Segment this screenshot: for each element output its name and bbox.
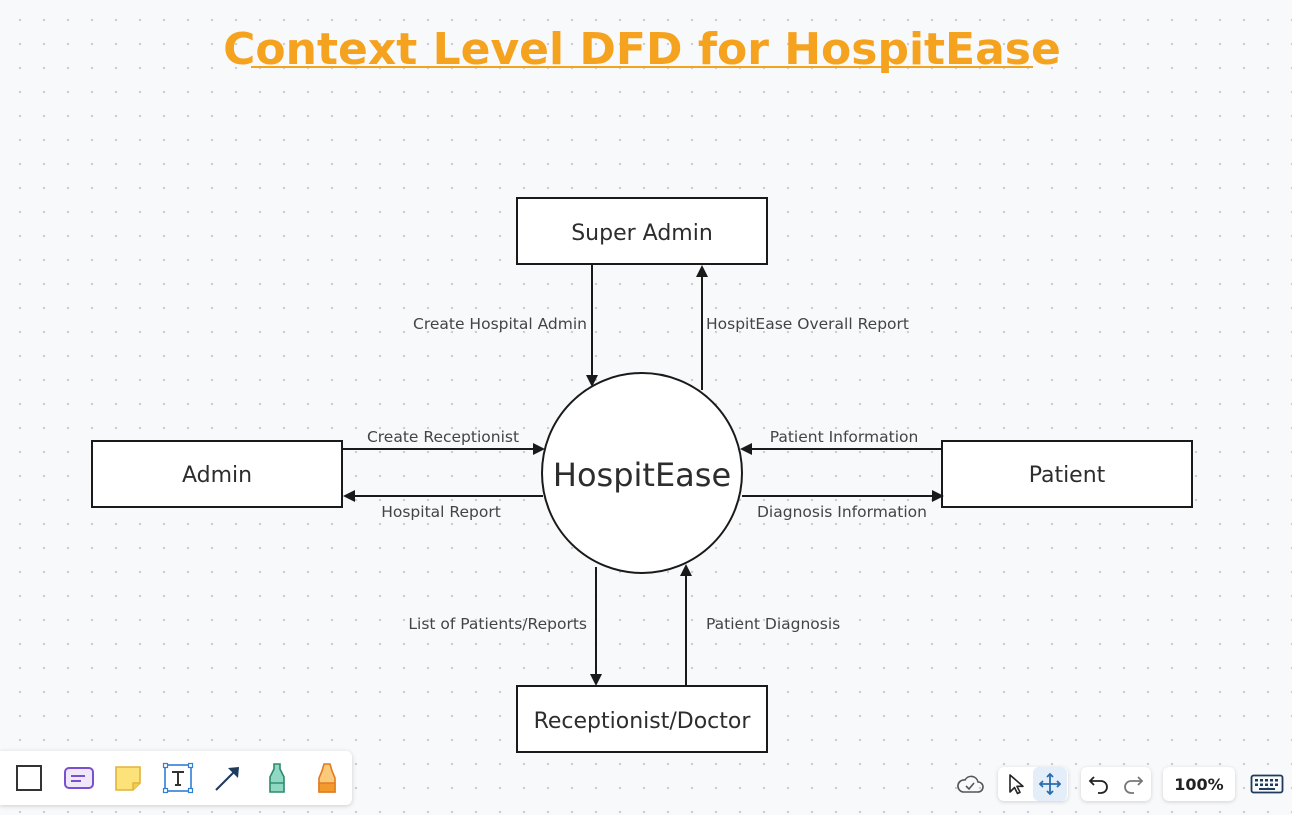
card-tool[interactable] <box>54 756 104 800</box>
flow-label-create-hospital-admin: Create Hospital Admin <box>413 315 587 333</box>
rectangle-tool[interactable] <box>4 756 54 800</box>
sticky-note-tool[interactable] <box>103 756 153 800</box>
entity-label-admin: Admin <box>182 463 252 488</box>
entity-label-patient: Patient <box>1029 463 1106 488</box>
entity-label-super-admin: Super Admin <box>571 221 713 246</box>
select-pointer-icon <box>1009 774 1024 795</box>
zoom-level[interactable]: 100% <box>1163 767 1235 801</box>
keyboard-icon <box>1250 774 1284 794</box>
entity-patient[interactable]: Patient <box>941 440 1193 508</box>
cloud-save-icon <box>957 775 984 793</box>
pan-move-button[interactable] <box>1033 767 1067 801</box>
pen-tool-icon <box>269 763 286 793</box>
pen-tool[interactable] <box>253 756 303 800</box>
flow-label-patient-information: Patient Information <box>770 428 919 446</box>
select-pointer-button[interactable] <box>999 767 1033 801</box>
entity-super-admin[interactable]: Super Admin <box>516 197 768 265</box>
card-tool-icon <box>63 767 94 789</box>
cloud-save-status[interactable] <box>952 767 988 801</box>
keyboard-shortcuts-button[interactable] <box>1248 767 1286 801</box>
history-group <box>1081 767 1151 801</box>
arrow-tool-icon <box>215 767 239 791</box>
flow-label-patient-diagnosis: Patient Diagnosis <box>706 615 840 633</box>
flow-label-hospital-report: Hospital Report <box>381 503 501 521</box>
rectangle-tool-icon <box>15 765 42 791</box>
flow-label-list-of-patients: List of Patients/Reports <box>408 615 587 633</box>
entity-admin[interactable]: Admin <box>91 440 343 508</box>
process-hospitease[interactable]: HospitEase <box>541 372 743 574</box>
highlighter-tool-icon <box>318 763 336 793</box>
entity-label-receptionist-doctor: Receptionist/Doctor <box>534 709 752 734</box>
process-label: HospitEase <box>553 456 731 494</box>
cursor-mode-group <box>998 767 1068 801</box>
flow-label-diagnosis-information: Diagnosis Information <box>757 503 927 521</box>
sticky-note-tool-icon <box>115 766 142 791</box>
undo-button[interactable] <box>1082 767 1116 801</box>
text-tool[interactable] <box>153 756 203 800</box>
arrow-tool[interactable] <box>203 756 253 800</box>
drawing-toolbar <box>0 751 352 805</box>
entity-receptionist-doctor[interactable]: Receptionist/Doctor <box>516 685 768 753</box>
redo-icon <box>1124 776 1144 794</box>
undo-icon <box>1088 776 1108 794</box>
text-tool-icon <box>162 762 194 794</box>
highlighter-tool[interactable] <box>302 756 352 800</box>
flow-label-overall-report: HospitEase Overall Report <box>706 315 909 333</box>
pan-move-icon <box>1038 772 1062 796</box>
flow-label-create-receptionist: Create Receptionist <box>367 428 519 446</box>
redo-button[interactable] <box>1116 767 1150 801</box>
